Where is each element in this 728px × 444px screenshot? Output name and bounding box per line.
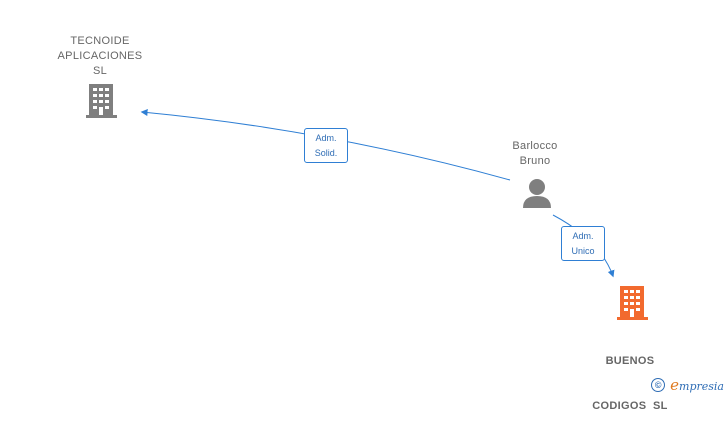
relationship-diagram: TECNOIDE APLICACIONES SL Barlocco Bruno … xyxy=(40,34,724,412)
label-line: APLICACIONES xyxy=(57,50,143,62)
brand-logo[interactable]: empresia xyxy=(670,376,724,394)
building-icon-highlighted[interactable] xyxy=(617,286,648,320)
brand-initial: e xyxy=(670,376,680,394)
label-line: BUENOS xyxy=(605,355,655,367)
person-label-barlocco[interactable]: Barlocco Bruno xyxy=(495,139,575,169)
label-line: Adm. xyxy=(572,231,594,241)
label-line: Bruno xyxy=(519,155,551,167)
building-icon[interactable] xyxy=(86,84,117,118)
label-line: Solid. xyxy=(314,148,338,158)
label-line: SL xyxy=(92,65,108,77)
label-line: Adm. xyxy=(315,133,337,143)
copyright-icon: © xyxy=(651,378,666,392)
label-line: CODIGOS SL xyxy=(592,400,668,412)
edges-layer xyxy=(86,84,648,320)
edge-label-adm-solid[interactable]: Adm. Solid. xyxy=(304,128,348,163)
person-icon[interactable] xyxy=(523,179,551,208)
company-label-tecnoide[interactable]: TECNOIDE APLICACIONES SL xyxy=(40,34,160,79)
label-line: TECNOIDE xyxy=(70,35,130,47)
brand-rest: mpresia xyxy=(679,380,724,393)
label-line: Unico xyxy=(571,246,595,256)
edge-label-adm-unico[interactable]: Adm. Unico xyxy=(561,226,605,261)
label-line: Barlocco xyxy=(512,140,558,152)
brand-footer: © empresia xyxy=(651,376,724,394)
